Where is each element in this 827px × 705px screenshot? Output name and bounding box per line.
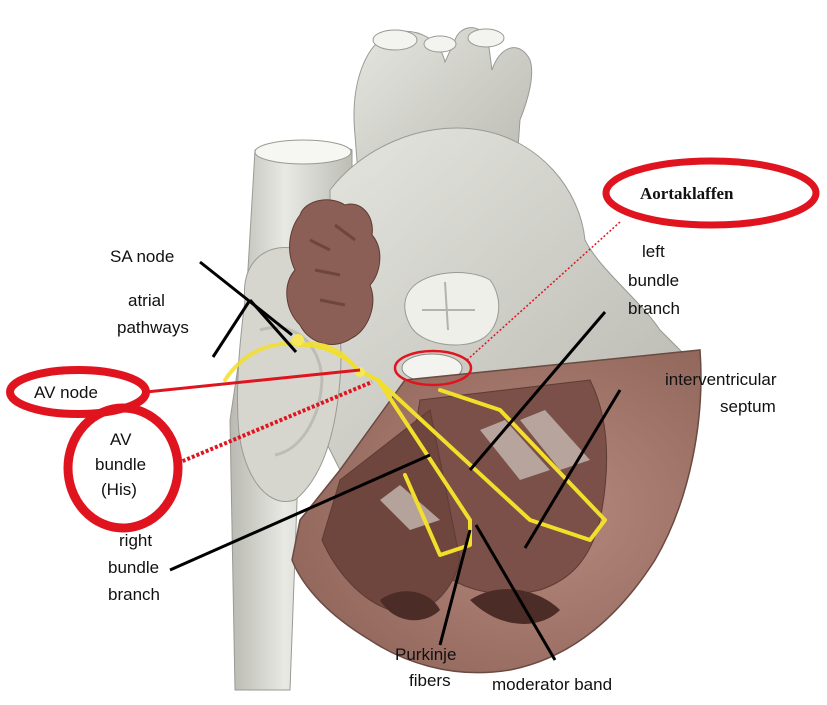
av-bundle-label-line2: bundle (95, 455, 146, 474)
left-bundle-branch-label: left (642, 242, 665, 261)
av-node-label: AV node (34, 383, 98, 402)
atrial-pathways-label: atrial (128, 291, 165, 310)
right-bundle-branch-label-line2: bundle (108, 558, 159, 577)
purkinje-fibers-label-line2: fibers (409, 671, 451, 690)
atrial-pathways-label-line2: pathways (117, 318, 189, 337)
sa-node-label: SA node (110, 247, 174, 266)
aortaklaffen-label: Aortaklaffen (640, 184, 734, 203)
right-bundle-branch-label: right (119, 531, 152, 550)
interventricular-septum-label: interventricular (665, 370, 777, 389)
left-bundle-branch-label-line3: branch (628, 299, 680, 318)
right-bundle-branch-label-line3: branch (108, 585, 160, 604)
moderator-band-label: moderator band (492, 675, 612, 694)
left-bundle-branch-label-line2: bundle (628, 271, 679, 290)
av-bundle-label-line3: (His) (101, 480, 137, 499)
interventricular-septum-label-line2: septum (720, 397, 776, 416)
av-bundle-label: AV (110, 430, 132, 449)
purkinje-fibers-label: Purkinje (395, 645, 456, 664)
right-atrial-appendage (287, 200, 380, 345)
